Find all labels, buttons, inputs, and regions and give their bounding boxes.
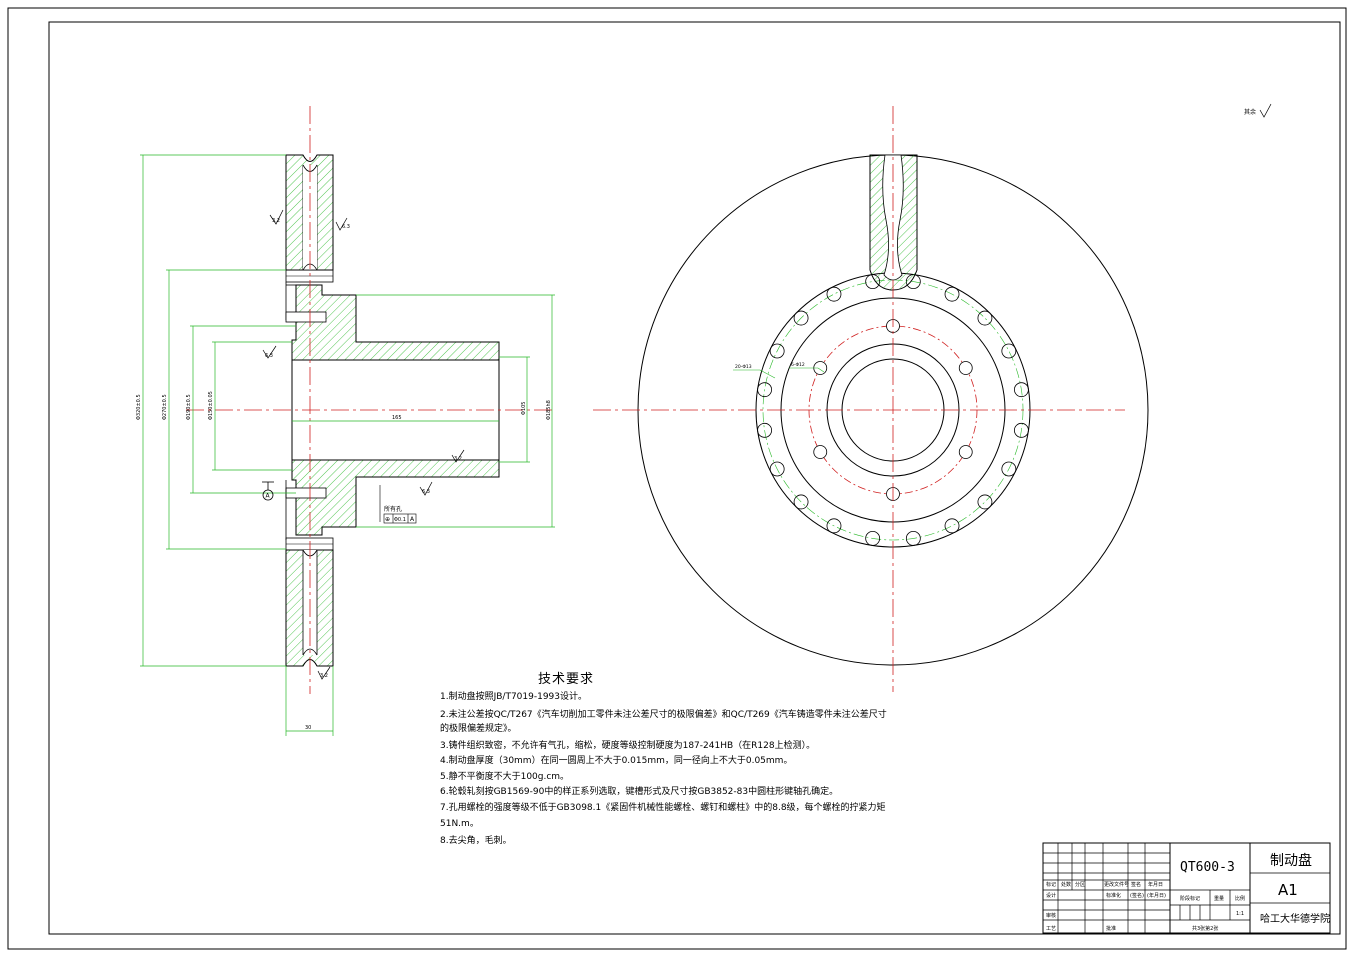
callout-inner-holes: 6-Φ12 xyxy=(791,362,805,368)
requirement-line: 5.静不平衡度不大于100g.cm。 xyxy=(440,772,570,782)
role-design: 设计 xyxy=(1046,892,1056,899)
scale-label: 比例 xyxy=(1235,895,1245,902)
title-block xyxy=(1042,842,1331,934)
outer-bolt-hole xyxy=(793,494,809,510)
outer-bolt-hole xyxy=(944,286,960,302)
ra-symbol-4: 3.2 xyxy=(454,456,462,462)
dim-thickness: 30 xyxy=(305,725,311,731)
svg-text:⊕: ⊕ xyxy=(385,516,390,523)
requirement-line: 6.轮毂轧刻按GB1569-90中的样正系列选取，键槽形式及尺寸按GB3852-… xyxy=(440,787,839,797)
rev-header-6: 年月日 xyxy=(1148,881,1163,888)
part-name-text: 制动盘 xyxy=(1270,852,1312,869)
role-process: 工艺 xyxy=(1046,926,1056,932)
rev-header-1: 标记 xyxy=(1046,881,1056,888)
requirement-line: 51N.m。 xyxy=(440,819,479,829)
requirement-line: 1.制动盘按照JB/T7019-1993设计。 xyxy=(440,692,588,702)
drawing-number-text: A1 xyxy=(1278,881,1298,899)
material-text: QT600-3 xyxy=(1180,860,1235,875)
dim-hub-length: 165 xyxy=(392,415,402,421)
inner-frame-border xyxy=(48,21,1341,935)
tech-requirements-title: 技术要求 xyxy=(538,672,595,687)
outer-bolt-hole xyxy=(865,530,881,546)
ra-symbol-1: 3.2 xyxy=(272,218,280,224)
role-approve: 批准 xyxy=(1106,925,1116,932)
outer-bolt-hole xyxy=(1001,461,1017,477)
weight-label: 重量 xyxy=(1214,895,1224,902)
inner-bolt-hole xyxy=(958,361,973,375)
datum-a-marker: A xyxy=(262,481,274,501)
outer-bolt-hole xyxy=(944,518,960,534)
dim-hub-outer: Φ190±0.5 xyxy=(186,394,192,420)
front-view: 20-Φ13 6-Φ12 xyxy=(593,106,1149,692)
outer-sheet-border xyxy=(7,7,1347,950)
rev-header-4: 更改文件号 xyxy=(1104,881,1129,888)
dim-outer-diameter: Φ320±0.5 xyxy=(136,394,142,420)
outer-bolt-hole xyxy=(793,310,809,326)
requirement-line: 的极限偏差规定》。 xyxy=(440,724,517,734)
outer-bolt-hole xyxy=(826,286,842,302)
dim-bolt-circle: Φ270±0.5 xyxy=(162,394,168,420)
stage-label: 阶段标记 xyxy=(1180,895,1200,902)
dim-flange: Φ185h8 xyxy=(546,400,552,420)
svg-text:A: A xyxy=(266,493,271,500)
ra-symbol-2: 6.3 xyxy=(342,224,350,230)
outer-bolt-hole xyxy=(905,530,921,546)
outer-bolt-hole xyxy=(769,461,785,477)
hub-section-upper xyxy=(291,284,500,361)
outer-bolt-hole xyxy=(1001,343,1017,359)
dim-bore-right: Φ105 xyxy=(521,402,527,415)
svg-text:Φ0.1: Φ0.1 xyxy=(394,517,406,523)
inner-bolt-hole xyxy=(958,445,973,459)
scale-value: 1:1 xyxy=(1236,911,1244,917)
inner-bolt-hole xyxy=(813,445,828,459)
outer-bolt-hole xyxy=(769,343,785,359)
outer-bolt-hole xyxy=(1013,382,1029,398)
requirement-line: 3.铸件组织致密，不允许有气孔，缩松，硬度等级控制硬度为187-241HB（在R… xyxy=(440,741,816,751)
outer-bolt-hole xyxy=(977,310,993,326)
role-design-sign: (签名) xyxy=(1130,892,1144,899)
requirement-line: 2.未注公差按QC/T267《汽车切削加工零件未注公差尺寸的极限偏差》和QC/T… xyxy=(440,710,887,720)
sheet-text: 共3张第2张 xyxy=(1192,925,1218,932)
ra-symbol-6: 3.2 xyxy=(320,673,328,679)
requirement-line: 4.制动盘厚度（30mm）在同一圆周上不大于0.015mm，同一径向上不大于0.… xyxy=(440,756,793,766)
rev-header-2: 处数 xyxy=(1061,881,1071,888)
outer-bolt-hole xyxy=(757,422,773,438)
requirement-line: 7.孔用螺栓的强度等级不低于GB3098.1《紧固件机械性能螺栓、螺钉和螺柱》中… xyxy=(440,803,886,813)
outer-bolt-hole xyxy=(1013,422,1029,438)
rev-header-5: 签名 xyxy=(1131,881,1141,888)
school-text: 哈工大华德学院 xyxy=(1260,912,1330,925)
ra-symbol-3: 6.3 xyxy=(265,353,273,359)
callout-outer-holes: 20-Φ13 xyxy=(735,364,752,370)
dim-bore: Φ150±0.05 xyxy=(208,391,214,420)
hole-callout: 所有孔 ⊕ Φ0.1 A xyxy=(379,485,417,524)
outer-bolt-hole xyxy=(977,494,993,510)
role-review: 审核 xyxy=(1046,912,1056,919)
outer-bolt-hole xyxy=(757,382,773,398)
svg-text:所有孔: 所有孔 xyxy=(384,505,402,513)
requirement-line: 8.去尖角，毛刺。 xyxy=(440,836,512,846)
outer-bolt-holes xyxy=(757,274,1029,546)
role-design-date: (年月日) xyxy=(1147,892,1166,899)
section-view: Φ320±0.5 Φ270±0.5 Φ190±0.5 Φ150±0.05 Φ18… xyxy=(136,103,1272,736)
svg-text:A: A xyxy=(410,516,415,523)
ra-symbol-5: 6.3 xyxy=(422,489,430,495)
role-design-std: 标准化 xyxy=(1106,892,1121,899)
rev-header-3: 分区 xyxy=(1075,881,1085,888)
surface-finish-note: 其余 xyxy=(1244,108,1256,116)
outer-bolt-hole xyxy=(826,518,842,534)
